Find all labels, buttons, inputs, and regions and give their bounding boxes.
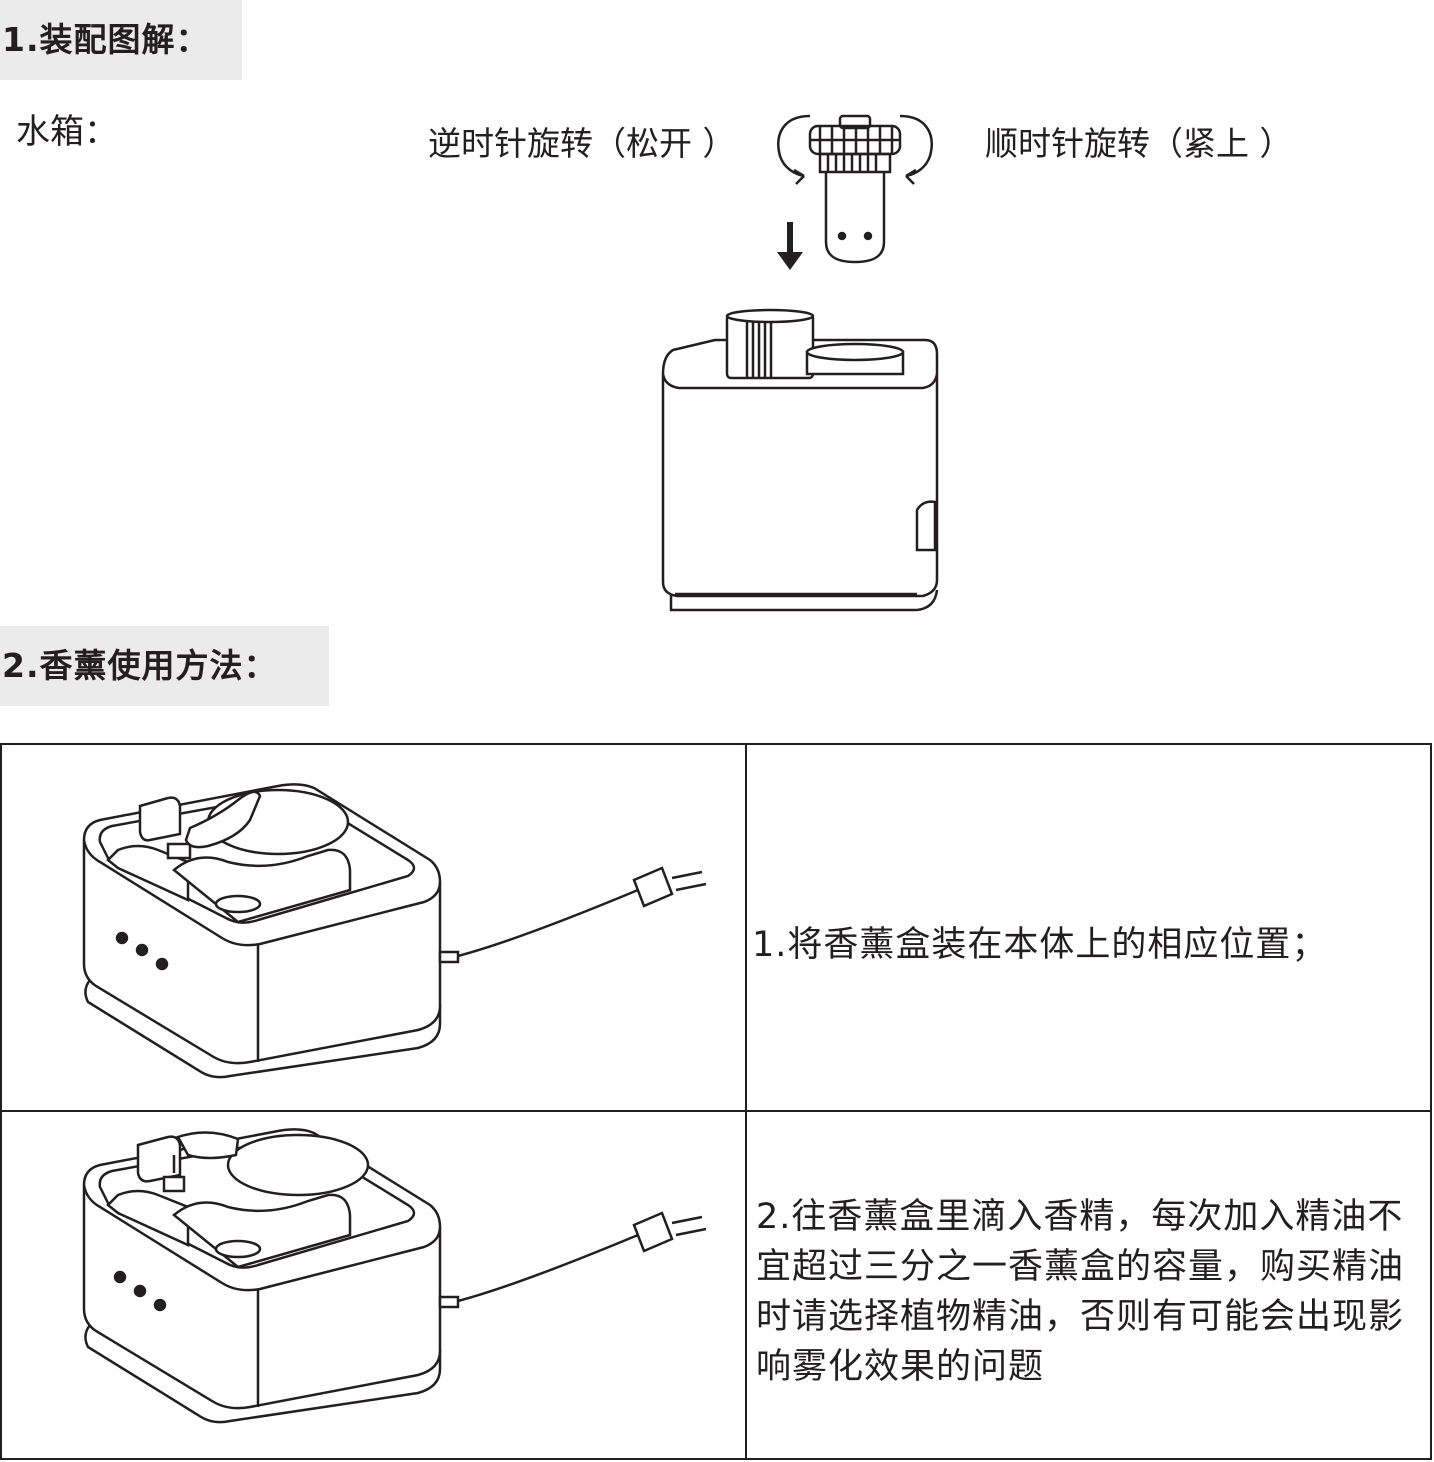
rotate-counterclockwise-label: 逆时针旋转（松开 ） [428,124,736,163]
cap-rotation-illustration [777,114,933,264]
section-heading-assembly: 1.装配图解： [0,0,242,80]
arrow-down-icon [777,222,803,270]
rotate-clockwise-label: 顺时针旋转（紧上 ） [985,124,1293,163]
table-border-right [1430,743,1432,1460]
section-heading-aroma: 2.香薰使用方法： [0,626,329,706]
table-border-bottom [0,1458,1432,1460]
table-border-left [0,743,2,1460]
step-2-text: 2.往香薰盒里滴入香精，每次加入精油不宜超过三分之一香薰盒的容量，购买精油时请选… [756,1197,1405,1387]
step-1-text: 1.将香薰盒装在本体上的相应位置； [752,925,1328,965]
instruction-table [0,743,1432,1460]
device-install-illustration [82,783,707,1079]
water-tank-illustration [661,308,939,612]
table-border-middle [0,1110,1432,1112]
water-tank-label: 水箱： [16,112,118,152]
table-border-top [0,743,1432,745]
device-fill-illustration [82,1128,707,1424]
table-divider-vertical [745,743,747,1460]
